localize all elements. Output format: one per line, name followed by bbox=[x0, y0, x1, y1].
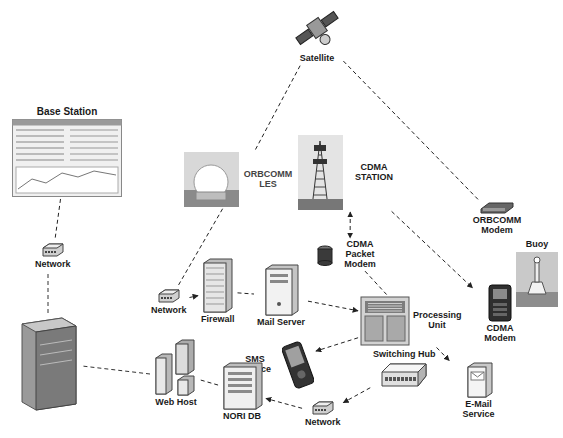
hub-symbol bbox=[380, 362, 428, 388]
node-label: NORI DB bbox=[222, 412, 262, 422]
dashed-connector bbox=[365, 271, 387, 294]
modem-node: CDMA Packet Modem bbox=[316, 240, 384, 270]
modem-node: CDMA Modem bbox=[474, 284, 526, 344]
node-label: Switching Hub bbox=[372, 350, 437, 360]
network-node: Network bbox=[34, 242, 72, 270]
dashed-connector bbox=[189, 296, 198, 298]
ground-station-node: ORBCOMM LES bbox=[184, 152, 295, 207]
node-label: CDMA Modem bbox=[474, 324, 526, 344]
hub-node: Switching Hub bbox=[372, 350, 437, 388]
phone-symbol bbox=[487, 284, 513, 322]
dashed-connector bbox=[392, 211, 473, 288]
web-host-node: Web Host bbox=[154, 338, 198, 408]
screen-symbol bbox=[12, 119, 122, 197]
node-label: Firewall bbox=[200, 315, 236, 325]
node-label: Network bbox=[150, 306, 188, 316]
netw-symbol bbox=[311, 400, 335, 416]
pda-symbol bbox=[282, 340, 314, 390]
node-label: Network bbox=[304, 418, 342, 428]
dashed-connector bbox=[238, 293, 254, 294]
satellite-node: Satellite bbox=[292, 4, 342, 64]
tower-symbol bbox=[298, 135, 343, 210]
node-label: Buoy bbox=[525, 240, 550, 250]
node-label: Mail Server bbox=[256, 318, 306, 328]
modem-node: ORBCOMM Modem bbox=[466, 202, 528, 236]
main-server-symbol bbox=[22, 318, 76, 410]
node-label: Network bbox=[34, 260, 72, 270]
mail-node: E-Mail Service bbox=[450, 362, 507, 420]
dashed-connector bbox=[55, 199, 61, 240]
hosts-symbol bbox=[154, 338, 198, 396]
sat-symbol bbox=[292, 4, 342, 52]
modemflat-symbol bbox=[479, 202, 515, 214]
netw-symbol bbox=[41, 242, 65, 258]
netw-symbol bbox=[157, 288, 181, 304]
dashed-connector bbox=[350, 212, 351, 238]
node-label: E-Mail Service bbox=[450, 400, 507, 420]
leader-line bbox=[82, 366, 150, 374]
node-label: CDMA STATION bbox=[345, 163, 403, 183]
node-label: ORBCOMM LES bbox=[241, 170, 295, 190]
dashed-connector bbox=[308, 301, 358, 311]
smallmodem-symbol bbox=[316, 244, 334, 266]
buoy-node: Buoy bbox=[516, 240, 558, 307]
node-label: Web Host bbox=[154, 398, 197, 408]
dashed-connector bbox=[343, 388, 370, 403]
dashed-connector bbox=[266, 398, 302, 408]
dome-symbol bbox=[184, 152, 239, 207]
database-node: NORI DB bbox=[220, 362, 264, 422]
node-label: Satellite bbox=[299, 54, 336, 64]
processing-node: Processing Unit bbox=[360, 296, 462, 346]
server-symbol bbox=[262, 264, 300, 316]
mail-symbol bbox=[464, 362, 494, 398]
firewall-symbol bbox=[203, 258, 233, 313]
dashed-connector bbox=[255, 66, 300, 151]
node-label: ORBCOMM Modem bbox=[466, 216, 528, 236]
db-symbol bbox=[220, 362, 264, 410]
dashed-connector bbox=[437, 347, 450, 360]
firewall-node: Firewall bbox=[200, 258, 236, 325]
node-label: CDMA Packet Modem bbox=[336, 240, 384, 270]
dashed-connector bbox=[200, 380, 218, 385]
dashed-connector bbox=[343, 61, 479, 201]
leader-line bbox=[48, 274, 49, 314]
buoy-symbol bbox=[516, 252, 558, 307]
node-label: Base Station bbox=[36, 106, 99, 117]
base-station-node: Base Station bbox=[12, 106, 122, 197]
network-node: Network bbox=[304, 400, 342, 428]
node-label: Processing Unit bbox=[412, 311, 462, 331]
dashed-connector bbox=[407, 347, 408, 348]
rack-symbol bbox=[360, 296, 410, 346]
server-node: Mail Server bbox=[256, 264, 306, 328]
network-node: Network bbox=[150, 288, 188, 316]
cdma-station-node: CDMA STATION bbox=[298, 135, 403, 210]
dashed-connector bbox=[316, 338, 358, 351]
